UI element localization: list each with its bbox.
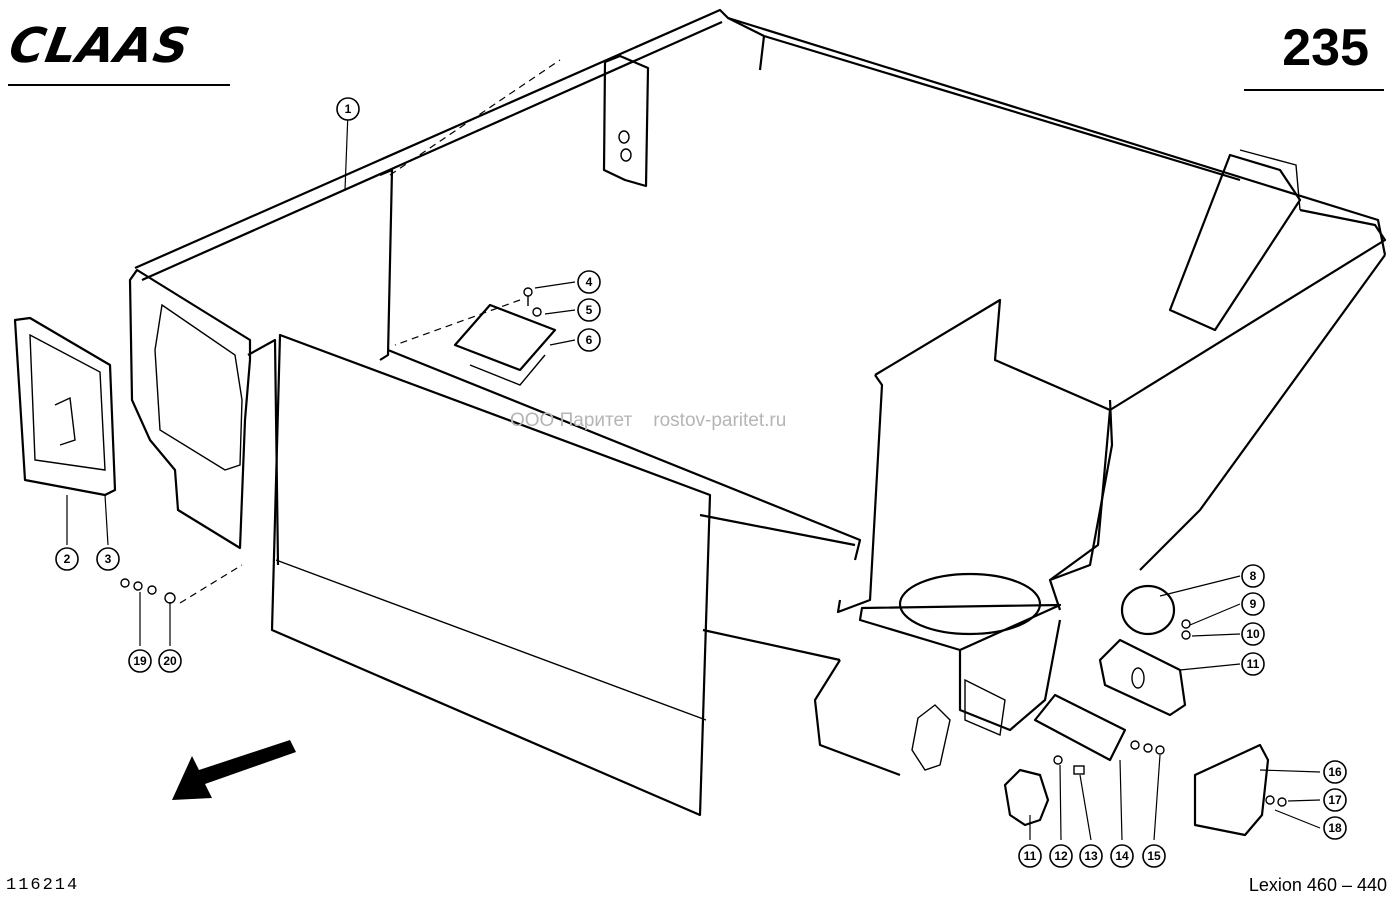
callout-8: 8: [1241, 564, 1265, 588]
callout-label: 10: [1246, 627, 1260, 641]
callout-label: 12: [1054, 849, 1068, 863]
callout-19: 19: [128, 649, 152, 673]
callout-label: 11: [1024, 849, 1037, 863]
side-panel-left: [128, 268, 280, 566]
callout-label: 14: [1115, 849, 1129, 863]
callout-label: 3: [105, 552, 112, 566]
flange-11-lower: [1003, 768, 1050, 827]
plate-14: [1033, 693, 1127, 762]
direction-arrow-icon: [172, 740, 296, 800]
callout-6: 6: [577, 328, 601, 352]
logo-underline: [8, 84, 230, 86]
callout-5: 5: [577, 298, 601, 322]
callout-18: 18: [1323, 816, 1347, 840]
door-panel-3: [13, 316, 117, 497]
cover-plate-6: [453, 303, 557, 386]
callout-label: 1: [345, 102, 352, 116]
callout-label: 15: [1147, 849, 1161, 863]
callout-label: 11: [1247, 657, 1260, 671]
callout-1: 1: [336, 97, 360, 121]
watermark-website: rostov-paritet.ru: [653, 410, 787, 431]
drawing-number: 116214: [6, 876, 80, 895]
callout-label: 18: [1328, 821, 1342, 835]
callout-label: 4: [586, 275, 593, 289]
callout-4: 4: [577, 270, 601, 294]
callout-15: 15: [1142, 844, 1166, 868]
upright-bracket-rear: [602, 54, 650, 188]
callout-17: 17: [1323, 788, 1347, 812]
page-number: 235: [1282, 19, 1369, 77]
callout-11-lower: 11: [1018, 844, 1042, 868]
callout-label: 19: [133, 654, 147, 668]
upright-bracket-right: [1168, 149, 1302, 332]
callout-label: 17: [1328, 793, 1342, 807]
callout-label: 20: [163, 654, 177, 668]
cover-8: [1120, 584, 1176, 636]
callout-13: 13: [1079, 844, 1103, 868]
callout-label: 8: [1250, 569, 1257, 583]
housing-frame: [134, 8, 1387, 582]
center-bin: [813, 298, 1112, 777]
callout-label: 9: [1250, 597, 1257, 611]
callout-label: 2: [64, 552, 71, 566]
side-panel-front: [270, 168, 862, 817]
watermark: ООО Паритет rostov-paritet.ru: [510, 410, 786, 432]
callout-label: 6: [586, 333, 593, 347]
callout-3: 3: [96, 547, 120, 571]
callout-9: 9: [1241, 592, 1265, 616]
flange-11-upper: [1098, 638, 1187, 717]
callout-2: 2: [55, 547, 79, 571]
callout-11-upper: 11: [1241, 652, 1265, 676]
leader-lines: [66, 59, 1321, 841]
callout-label: 16: [1328, 765, 1342, 779]
page-number-underline: [1244, 89, 1384, 91]
callout-label: 5: [586, 303, 593, 317]
callout-20: 20: [158, 649, 182, 673]
model-label: Lexion 460 – 440: [1248, 875, 1387, 895]
callout-label: 13: [1084, 849, 1098, 863]
callout-12: 12: [1049, 844, 1073, 868]
callout-14: 14: [1110, 844, 1134, 868]
callout-16: 16: [1323, 760, 1347, 784]
watermark-company: ООО Паритет: [510, 410, 633, 431]
callout-10: 10: [1241, 622, 1265, 646]
guard-16: [1193, 743, 1270, 837]
